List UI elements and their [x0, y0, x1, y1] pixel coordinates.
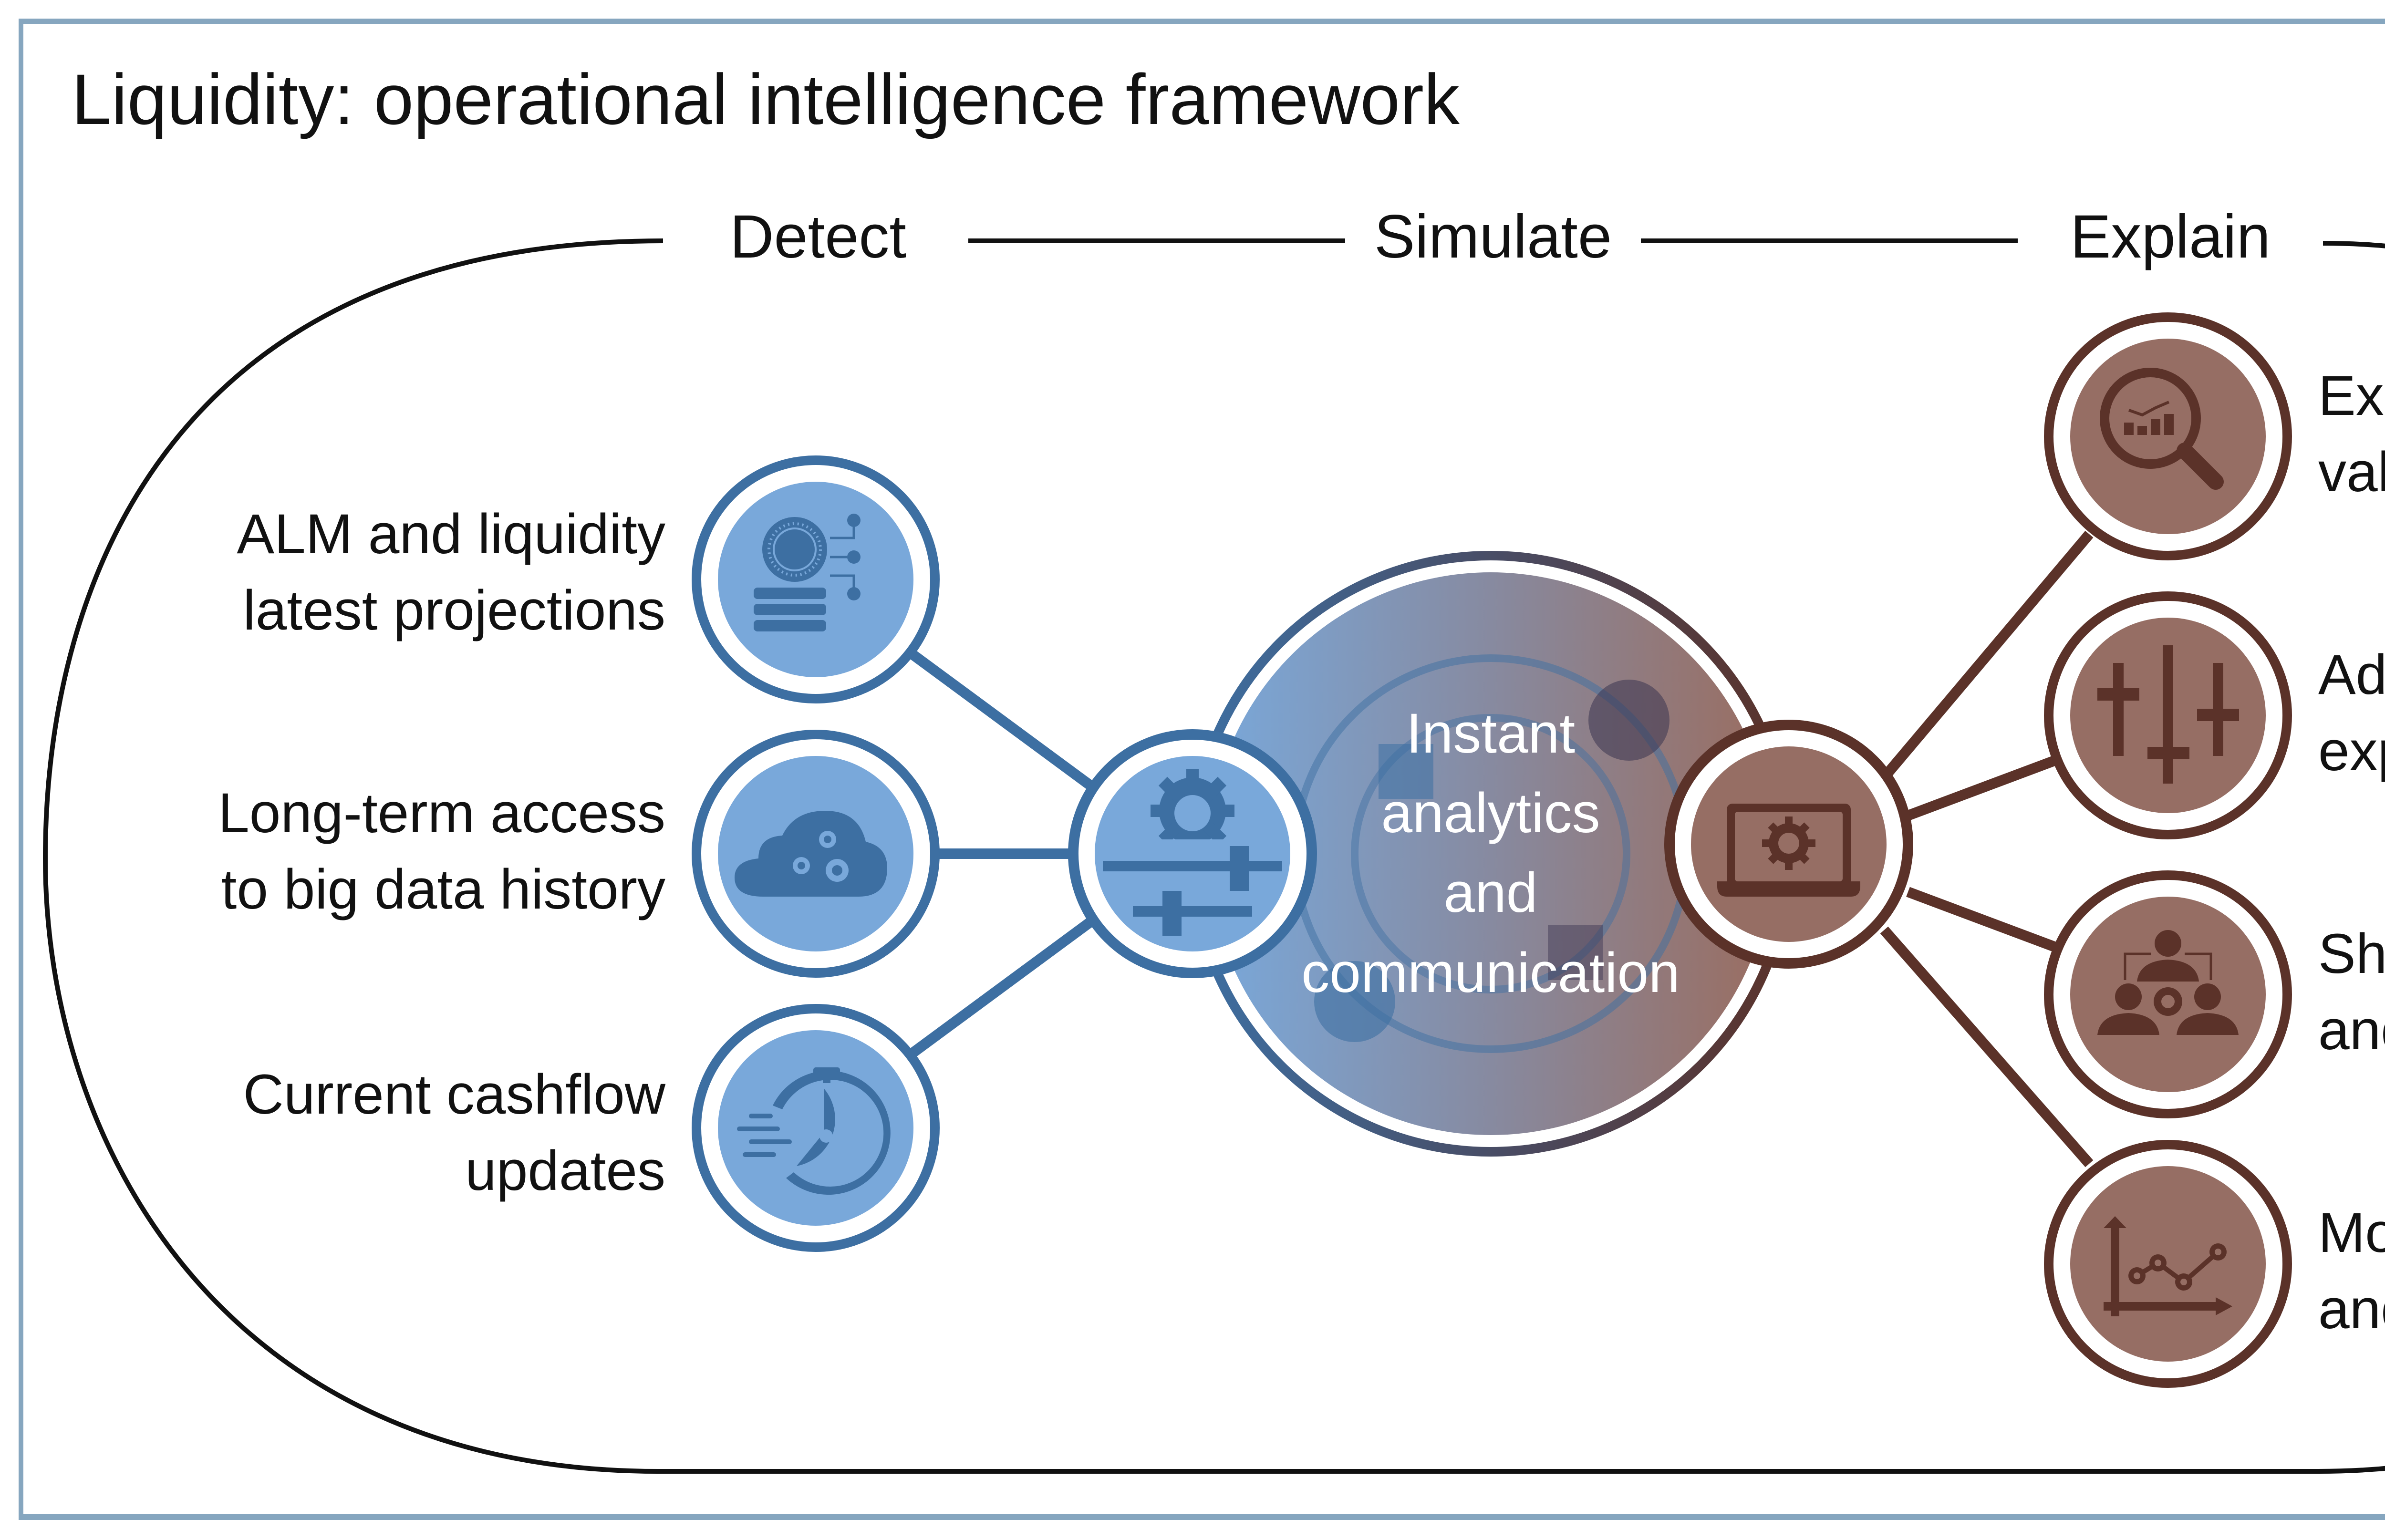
explain-connectors	[1880, 530, 2094, 1168]
stopwatch-icon	[737, 1067, 891, 1195]
detect-hub-node	[1068, 729, 1317, 978]
center-line-2: analytics	[1381, 782, 1600, 845]
explain-item-label-line-1: Explain and	[2318, 364, 2385, 427]
detect-item-label-line-2: latest projections	[243, 579, 665, 642]
explain-item-label-line-2: and decide	[2318, 1278, 2385, 1341]
cloud-gears-icon	[735, 811, 887, 897]
detect-item: Current cashflow updates	[243, 1004, 940, 1252]
decor-dot	[1314, 961, 1395, 1042]
data-coin-network-icon	[754, 514, 861, 631]
explain-item: Share, approve and sign off	[2044, 870, 2385, 1118]
phase-label-explain: Explain	[2070, 203, 2271, 271]
detect-item-label-line-2: updates	[465, 1139, 665, 1202]
detect-connectors	[898, 642, 1096, 1065]
decor-square	[1379, 744, 1433, 799]
detect-item: ALM and liquidity latest projections	[237, 455, 940, 703]
line-chart-icon	[2104, 1216, 2232, 1316]
explain-item-label-line-1: Share, approve	[2318, 922, 2385, 985]
detect-item-label-line-1: Long-term access	[218, 782, 665, 845]
detect-item-label-line-2: to big data history	[221, 858, 665, 921]
sliders-icon	[2097, 645, 2239, 784]
magnifier-chart-icon	[2100, 368, 2224, 490]
decor-square	[1548, 925, 1603, 980]
gear-sliders-icon	[1103, 769, 1282, 936]
explain-item-label-line-2: and sign off	[2318, 999, 2385, 1062]
frame-bottom-bar	[21, 1514, 2385, 1519]
center-line-1: Instant	[1406, 702, 1575, 765]
decor-dot	[1588, 680, 1670, 761]
explain-item: Adjust and explore scenarios	[2044, 591, 2385, 839]
center-line-3: and	[1444, 861, 1538, 924]
center-line-4: communication	[1301, 941, 1680, 1004]
phase-label-simulate: Simulate	[1374, 203, 1612, 271]
phase-label-detect: Detect	[730, 203, 906, 271]
explain-hub-node	[1664, 720, 1913, 969]
explain-item-label-line-1: Adjust and	[2318, 643, 2385, 706]
team-gear-icon	[2097, 930, 2239, 1035]
frame-top-bar	[21, 19, 2385, 24]
laptop-gear-icon	[1717, 804, 1860, 897]
explain-item-label-line-2: validate	[2318, 441, 2385, 504]
process-loop-outline	[42, 238, 2385, 1474]
detect-item-label-line-1: Current cashflow	[243, 1063, 666, 1126]
explain-item-label-line-1: Monitor, report	[2318, 1201, 2385, 1264]
center-analytics-node: Instant analytics and communication	[1188, 551, 1794, 1157]
detect-item: Long-term access to big data history	[218, 730, 940, 978]
explain-item: Monitor, report and decide	[2044, 1140, 2385, 1388]
detect-item-label-line-1: ALM and liquidity	[237, 503, 665, 566]
explain-item-label-line-2: explore scenarios	[2318, 720, 2385, 783]
page-title: Liquidity: operational intelligence fram…	[72, 59, 1460, 139]
explain-item: Explain and validate	[2044, 312, 2385, 560]
